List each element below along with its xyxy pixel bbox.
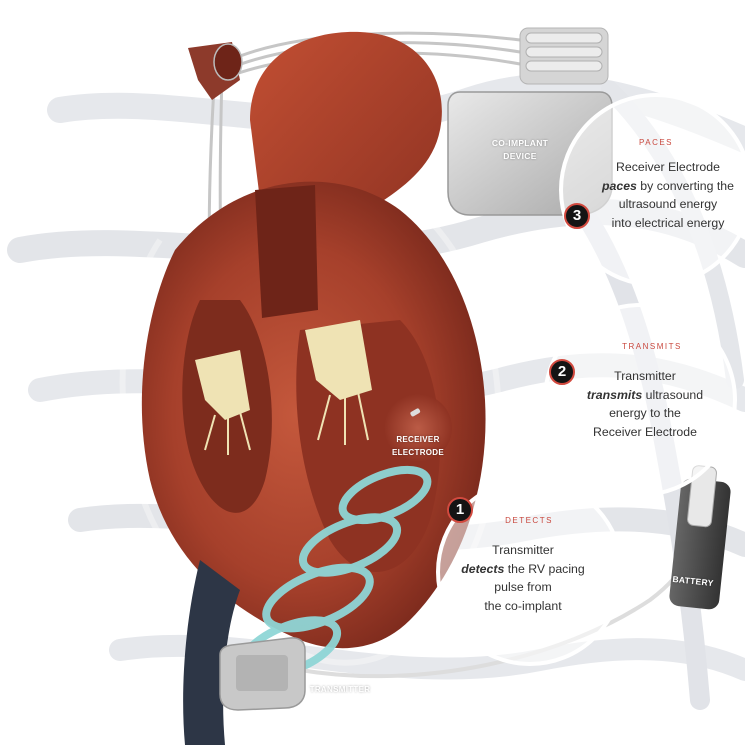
transmitter-label: TRANSMITTER [309,685,371,694]
receiver-electrode-glow [384,394,452,462]
step-3-line-4: into electrical energy [611,215,725,230]
step-2-circle [543,303,737,497]
step-2-line-1: Transmitter [614,369,676,383]
step-1-text: Transmitter detects the RV pacing pulse … [448,541,598,615]
step-1-circle [436,478,624,666]
ultrasound-rings [238,465,432,680]
receiver-electrode [410,408,421,417]
vessel-opening [213,43,243,81]
step-1-line-4: the co-implant [484,598,562,613]
step-3-badge: 3 [564,203,590,229]
valve-right [195,350,250,420]
step-3-heading: PACES [638,138,674,147]
step-2-text: Transmitter transmits ultrasound energy … [570,367,720,441]
battery-device [669,478,731,610]
vena-cava [183,560,240,745]
step-3-text: Receiver Electrode paces by converting t… [592,158,744,232]
step-1-badge: 1 [447,497,473,523]
step-2-line-2: transmits ultrasound [586,387,704,402]
step-3-circle [559,93,745,287]
step-3-line-1: Receiver Electrode [616,160,720,174]
step-3-line-2: paces by converting the [602,178,734,193]
step-2-line-4: Receiver Electrode [593,424,697,439]
step-2-heading: TRANSMITS [622,342,682,351]
step-1-heading: DETECTS [505,516,553,525]
connector-coils [525,32,603,72]
pulmonary-trunk-cutaway [255,185,318,318]
receiver-electrode-label: RECEIVER ELECTRODE [391,435,445,457]
step-3-line-3: ultrasound energy [618,197,718,211]
step-1-line-1: Transmitter [492,543,554,557]
step-2-line-3: energy to the [609,406,681,420]
transmitter-face [236,655,288,691]
chordae [204,391,369,455]
co-implant-label: CO-IMPLANT DEVICE [491,138,549,161]
step-1-line-3: pulse from [494,580,552,594]
step-1-line-2: detects the RV pacing [461,561,585,576]
valve-left [305,320,372,400]
step-2-badge: 2 [549,359,575,385]
heart-outline [119,195,502,666]
